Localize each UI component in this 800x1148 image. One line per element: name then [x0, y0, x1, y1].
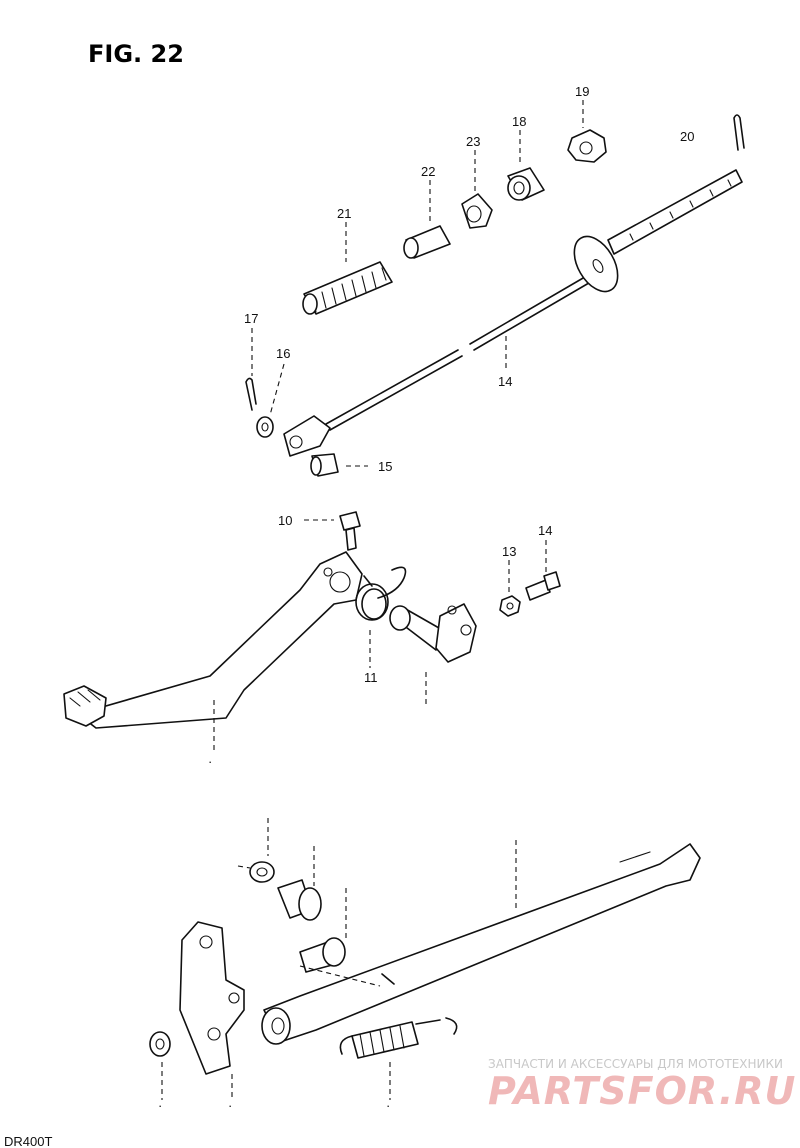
- callout-washer-mark: ·: [158, 1098, 162, 1113]
- callout-18: 18: [512, 114, 526, 129]
- callout-16: 16: [276, 346, 290, 361]
- part-18-sleeve: 18: [507, 114, 545, 201]
- brake-pedal-group: 10 · 11: [63, 511, 561, 769]
- part-20-cotter-pin: 20: [680, 114, 745, 151]
- part-17-cotter-pin: 17: [244, 311, 258, 411]
- figure-title: FIG. 22: [88, 40, 184, 68]
- part-21-spring: 21: [302, 206, 393, 315]
- pedal-pivot-shaft: [389, 603, 477, 704]
- part-14-brake-rod: 14: [283, 169, 743, 457]
- part-10-bolt: 10: [278, 511, 361, 551]
- part-19-nut: 19: [567, 84, 607, 163]
- callout-20: 20: [680, 129, 694, 144]
- part-16-washer: 16: [256, 346, 290, 438]
- callout-17: 17: [244, 311, 258, 326]
- part-14-bolt: 14: [525, 523, 561, 601]
- callout-15: 15: [378, 459, 392, 474]
- callout-11: 11: [364, 670, 378, 685]
- part-22-collar: 22: [403, 164, 451, 259]
- callout-bracket-mark: ·: [228, 1098, 232, 1113]
- stand-leg: [261, 840, 701, 1045]
- part-13-nut: 13: [499, 544, 521, 617]
- brake-cable-group: 19 18 23 20 22: [244, 84, 745, 477]
- pedal-arm: ·: [63, 551, 363, 769]
- callout-14-top: 14: [498, 374, 512, 389]
- callout-19: 19: [575, 84, 589, 99]
- callout-22: 22: [421, 164, 435, 179]
- side-stand-group: · · ·: [149, 818, 701, 1113]
- stand-second-bolt: [299, 888, 347, 973]
- stand-pivot-bolt: [277, 846, 322, 921]
- stand-bracket: ·: [179, 921, 245, 1113]
- callout-spring-mark: ·: [386, 1098, 390, 1113]
- part-15-clevis-pin: 15: [310, 453, 392, 477]
- watermark-brand: PARTSFOR.RU: [488, 1069, 796, 1113]
- callout-23: 23: [466, 134, 480, 149]
- stand-spring: ·: [339, 1017, 458, 1113]
- watermark: ЗАПЧАСТИ И АКСЕССУАРЫ ДЛЯ МОТОТЕХНИКИ PA…: [488, 1057, 796, 1113]
- part-11-return-spring: 11: [355, 566, 407, 685]
- callout-14-bolt: 14: [538, 523, 552, 538]
- part-23-joint: 23: [461, 134, 493, 229]
- stand-washer-top: [237, 818, 275, 883]
- callout-10: 10: [278, 513, 292, 528]
- callout-21: 21: [337, 206, 351, 221]
- model-code: DR400T: [4, 1134, 52, 1148]
- stand-washer-bottom: ·: [149, 1031, 171, 1113]
- callout-pedal-mark: ·: [208, 754, 212, 769]
- callout-13: 13: [502, 544, 516, 559]
- watermark-tagline: ЗАПЧАСТИ И АКСЕССУАРЫ ДЛЯ МОТОТЕХНИКИ: [488, 1057, 783, 1071]
